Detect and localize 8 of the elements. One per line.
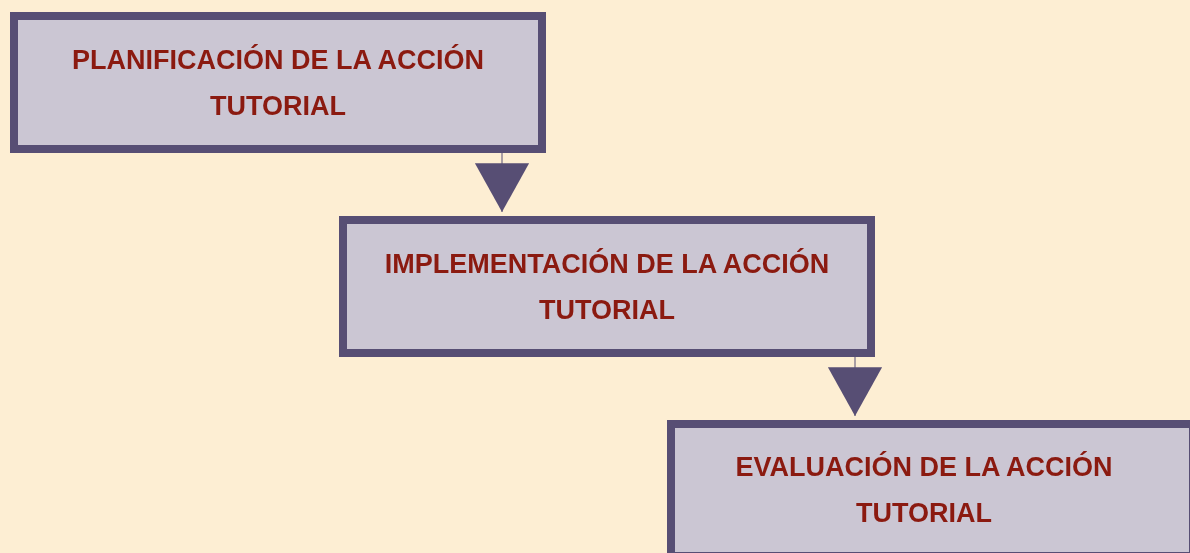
step-label: PLANIFICACIÓN DE LA ACCIÓN TUTORIAL bbox=[71, 43, 485, 123]
process-box bbox=[667, 420, 1190, 553]
arrow bbox=[827, 356, 883, 417]
process-box bbox=[339, 216, 875, 357]
step-label: IMPLEMENTACIÓN DE LA ACCIÓN TUTORIAL bbox=[383, 247, 831, 327]
step-label: EVALUACIÓN DE LA ACCIÓN TUTORIAL bbox=[734, 450, 1114, 530]
process-box bbox=[10, 12, 546, 153]
arrow bbox=[474, 152, 530, 213]
